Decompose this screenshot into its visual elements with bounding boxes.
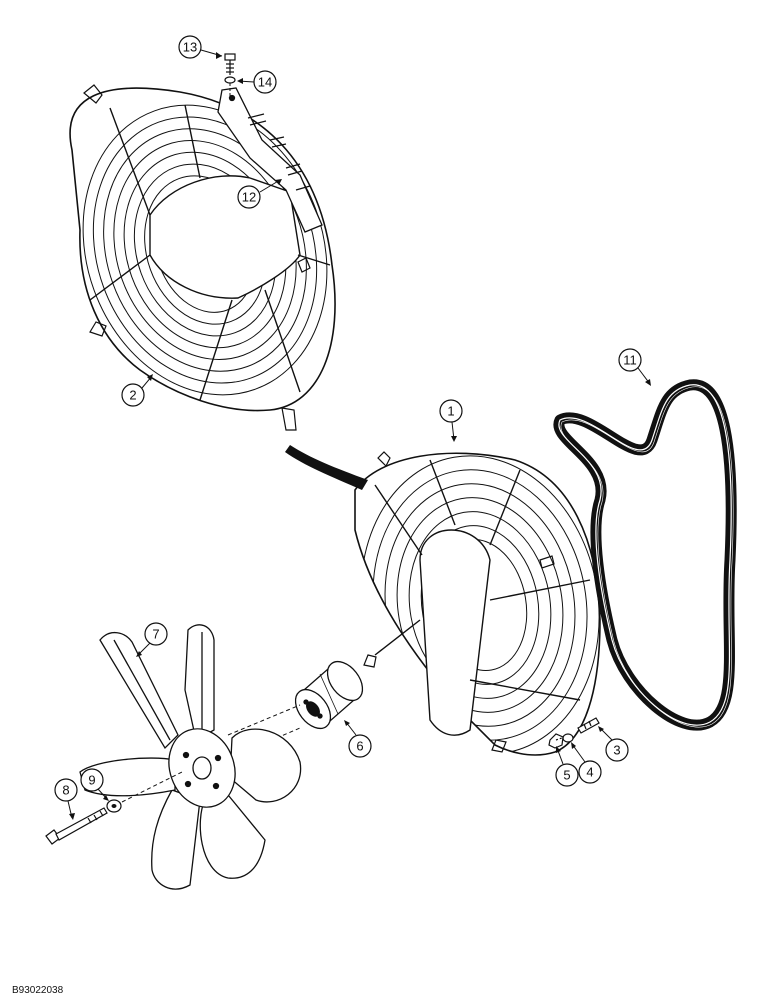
fan-washer-hole [111,804,117,808]
guard-hardware [548,717,600,749]
svg-text:14: 14 [258,75,272,90]
lower-fan-guard [354,451,601,756]
svg-text:6: 6 [356,739,363,754]
callout-6: 6 [344,720,372,758]
callout-11: 11 [618,348,651,386]
callout-8: 8 [54,778,78,820]
callout-4: 4 [571,742,602,784]
fan-spacer [294,660,364,730]
svg-text:2: 2 [129,388,136,403]
fan-bolt [45,807,108,845]
cooling-fan [79,624,302,890]
svg-text:12: 12 [242,190,256,205]
callout-13: 13 [178,35,223,59]
callout-7: 7 [136,622,168,657]
svg-text:1: 1 [447,404,454,419]
drive-belt [553,379,737,731]
callout-1: 1 [439,399,463,442]
upper-fan-guard [69,84,336,431]
assembly-line-6 [227,704,301,736]
callout-3: 3 [598,726,629,762]
hex-screw-13 [224,53,236,75]
svg-text:3: 3 [613,743,620,758]
svg-text:9: 9 [88,773,95,788]
callout-14: 14 [237,70,277,94]
callout-2: 2 [121,374,153,407]
assembly-arrow [285,445,368,490]
svg-text:11: 11 [623,353,637,368]
callout-5: 5 [555,746,579,787]
svg-text:8: 8 [62,783,69,798]
svg-text:7: 7 [152,627,159,642]
washer-14 [224,76,236,84]
svg-text:4: 4 [586,765,593,780]
svg-text:5: 5 [563,768,570,783]
callout-12: 12 [237,179,282,209]
shroud-bracket [217,87,323,233]
callout-9: 9 [80,768,109,801]
svg-text:13: 13 [183,40,197,55]
figure-id: B93022038 [12,985,64,996]
